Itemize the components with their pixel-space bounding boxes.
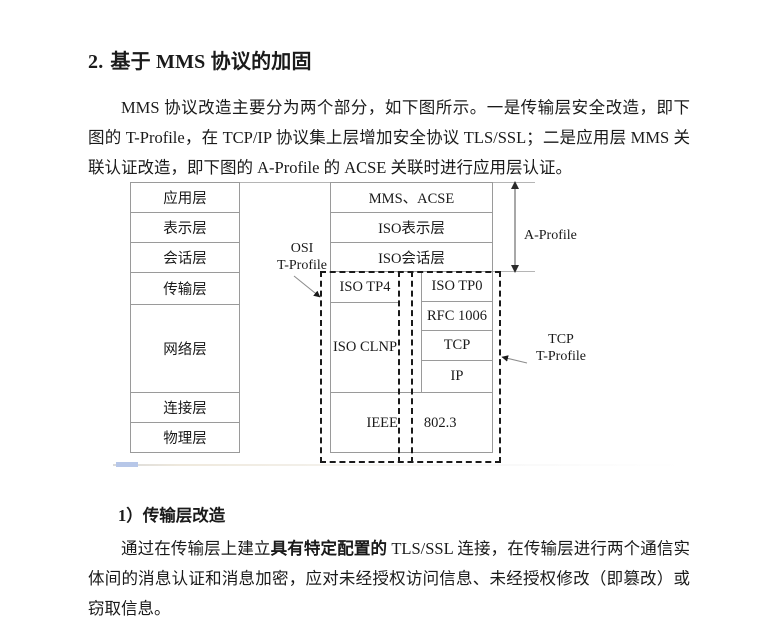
mms-row-mms-acse: MMS、ACSE (331, 183, 492, 213)
ieee-label-right: 802.3 (423, 414, 457, 431)
dashed-separator-right (411, 271, 413, 463)
tcp-tprofile-line1: TCP (548, 332, 574, 347)
section-number: 2. (88, 50, 104, 73)
a-profile-arrow-down (511, 265, 519, 273)
transport-text-before: 通过在传输层上建立 (121, 538, 271, 558)
osi-row-application: 应用层 (131, 183, 239, 213)
page-artifact-chip (116, 462, 138, 467)
mms-row-iso-presentation: ISO表示层 (331, 213, 492, 243)
protocol-stack-diagram: 应用层 表示层 会话层 传输层 网络层 连接层 物理层 MMS、ACSE ISO… (113, 181, 683, 467)
osi-tprofile-leader (293, 275, 321, 298)
osi-tprofile-line2: T-Profile (276, 258, 328, 273)
mms-branch-gap (399, 272, 421, 392)
tprofile-dashed-boundary (320, 271, 501, 463)
mms-split-region: ISO TP4 ISO CLNP ISO TP0 RFC 1006 TCP IP (331, 272, 492, 392)
mms-row-iso-clnp: ISO CLNP (332, 339, 398, 355)
osi-layer-stack: 应用层 表示层 会话层 传输层 网络层 连接层 物理层 (130, 182, 240, 453)
mms-row-ip: IP (450, 368, 464, 384)
tcp-tprofile-leader (501, 355, 528, 364)
mms-row-iso-session: ISO会话层 (331, 243, 492, 272)
mms-row-iso-tp0: ISO TP0 (422, 272, 492, 302)
mms-row-tcp: TCP (422, 331, 492, 361)
transport-text-bold: 具有特定配置的 (270, 538, 388, 558)
transport-text-after: TLS/SSL 连接，在传输层进行两个通信实体间的消息认证和消息加密，应对未经授… (88, 538, 691, 618)
transport-paragraph: 通过在传输层上建立具有特定配置的 TLS/SSL 连接，在传输层进行两个通信实体… (88, 534, 690, 624)
mms-row-ieee8023: IEEE 802.3 (331, 392, 492, 453)
osi-row-network: 网络层 (131, 305, 239, 393)
page-artifact-rule (113, 464, 683, 466)
mms-row-rfc-1006: RFC 1006 (422, 302, 492, 331)
osi-tprofile-line1: OSI (290, 241, 314, 256)
osi-row-session: 会话层 (131, 243, 239, 273)
dashed-separator-left (398, 271, 400, 463)
osi-tprofile-label: OSI T-Profile (266, 240, 338, 274)
subsection-heading: 1）传输层改造 (118, 505, 226, 525)
osi-row-presentation: 表示层 (131, 213, 239, 243)
a-profile-label: A-Profile (524, 228, 577, 243)
ieee-label-left: IEEE (366, 414, 398, 431)
osi-row-datalink: 连接层 (131, 393, 239, 423)
page-title: 2. 基于 MMS 协议的加固 (88, 45, 312, 74)
tcp-tprofile-label: TCP T-Profile (524, 331, 598, 365)
tcp-tprofile-line2: T-Profile (535, 349, 587, 364)
diagram-arrows (293, 181, 528, 364)
mms-osi-branch: ISO TP4 ISO CLNP (331, 272, 399, 392)
diagram-mid-rule (330, 271, 535, 272)
osi-row-transport: 传输层 (131, 273, 239, 305)
document-page: 2. 基于 MMS 协议的加固 MMS 协议改造主要分为两个部分，如下图所示。一是… (88, 45, 690, 618)
mms-row-iso-tp4: ISO TP4 (331, 272, 399, 303)
osi-row-physical: 物理层 (163, 431, 207, 447)
mms-protocol-stack: MMS、ACSE ISO表示层 ISO会话层 ISO TP4 ISO CLNP … (330, 182, 493, 453)
intro-paragraph: MMS 协议改造主要分为两个部分，如下图所示。一是传输层安全改造，即下图的 T-… (88, 97, 690, 177)
mms-tcp-branch: ISO TP0 RFC 1006 TCP IP (421, 272, 492, 392)
section-title-text: 基于 MMS 协议的加固 (110, 50, 312, 73)
